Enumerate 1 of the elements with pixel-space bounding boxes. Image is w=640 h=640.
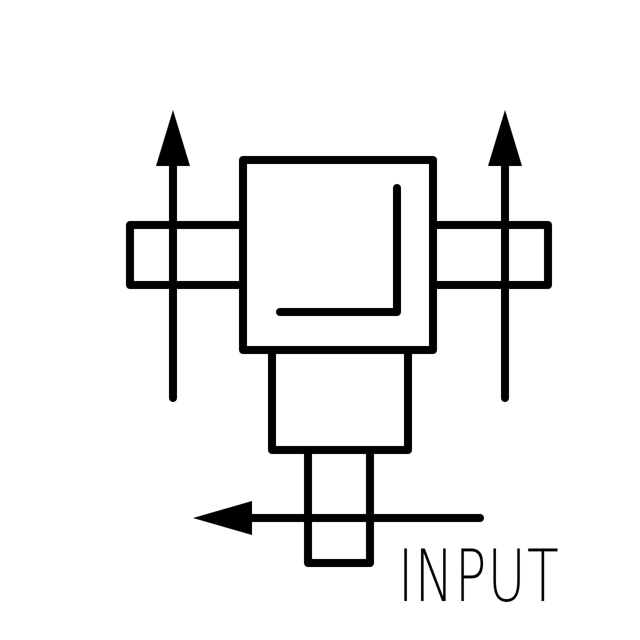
input-label: INPUT: [398, 538, 560, 614]
